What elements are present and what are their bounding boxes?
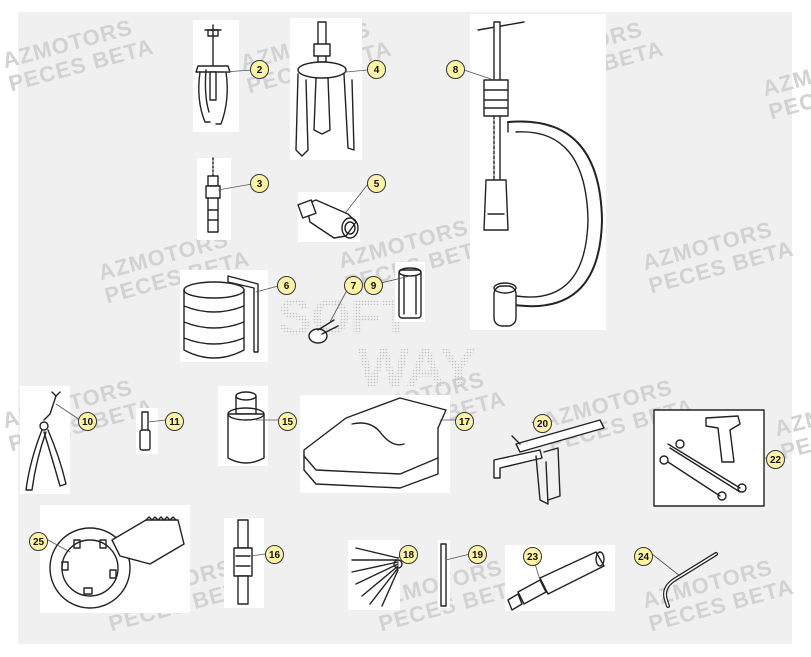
gauge-rod-part (440, 543, 447, 607)
punch-tool-part (507, 551, 605, 611)
assembly-kit-part (653, 409, 765, 507)
circlip-pliers-part (25, 391, 67, 491)
clutch-holder-part (49, 516, 185, 609)
callout-11: 11 (165, 412, 184, 431)
driver-tool-part (233, 519, 253, 605)
callout-9: 9 (364, 276, 383, 295)
callout-10: 10 (78, 412, 97, 431)
callout-17: 17 (455, 412, 474, 431)
socket-adapter-part (297, 199, 359, 239)
feeler-gauge-part (351, 547, 403, 607)
pin-tool-part (308, 319, 339, 344)
callout-3: 3 (250, 174, 269, 193)
callout-7: 7 (344, 276, 363, 295)
callout-22: 22 (766, 450, 785, 469)
callout-5: 5 (367, 174, 386, 193)
drift-pin-part (139, 411, 151, 451)
callout-8: 8 (446, 60, 465, 79)
callout-4: 4 (367, 60, 386, 79)
callout-19: 19 (468, 545, 487, 564)
callout-16: 16 (265, 545, 284, 564)
cylinder-adapter-part (398, 267, 422, 319)
allen-key-part (663, 552, 718, 608)
callout-2: 2 (250, 60, 269, 79)
callout-18: 18 (399, 545, 418, 564)
ring-compressor-part (183, 275, 259, 359)
callout-23: 23 (523, 547, 542, 566)
holding-wrench-part (493, 419, 605, 505)
softway-logo: SOFT WAY (278, 289, 476, 390)
support-plate-part (303, 397, 447, 489)
callout-25: 25 (29, 532, 48, 551)
slide-hammer-part (205, 157, 221, 233)
callout-15: 15 (278, 412, 297, 431)
svg-text:SOFT: SOFT (278, 289, 411, 345)
bearing-extractor-part (295, 21, 355, 157)
three-jaw-puller-part (195, 24, 231, 125)
deep-socket-part (227, 391, 265, 464)
svg-text:WAY: WAY (358, 338, 476, 390)
valve-spring-compressor-part (477, 21, 603, 327)
callout-24: 24 (634, 547, 653, 566)
callout-6: 6 (277, 276, 296, 295)
callout-20: 20 (533, 414, 552, 433)
